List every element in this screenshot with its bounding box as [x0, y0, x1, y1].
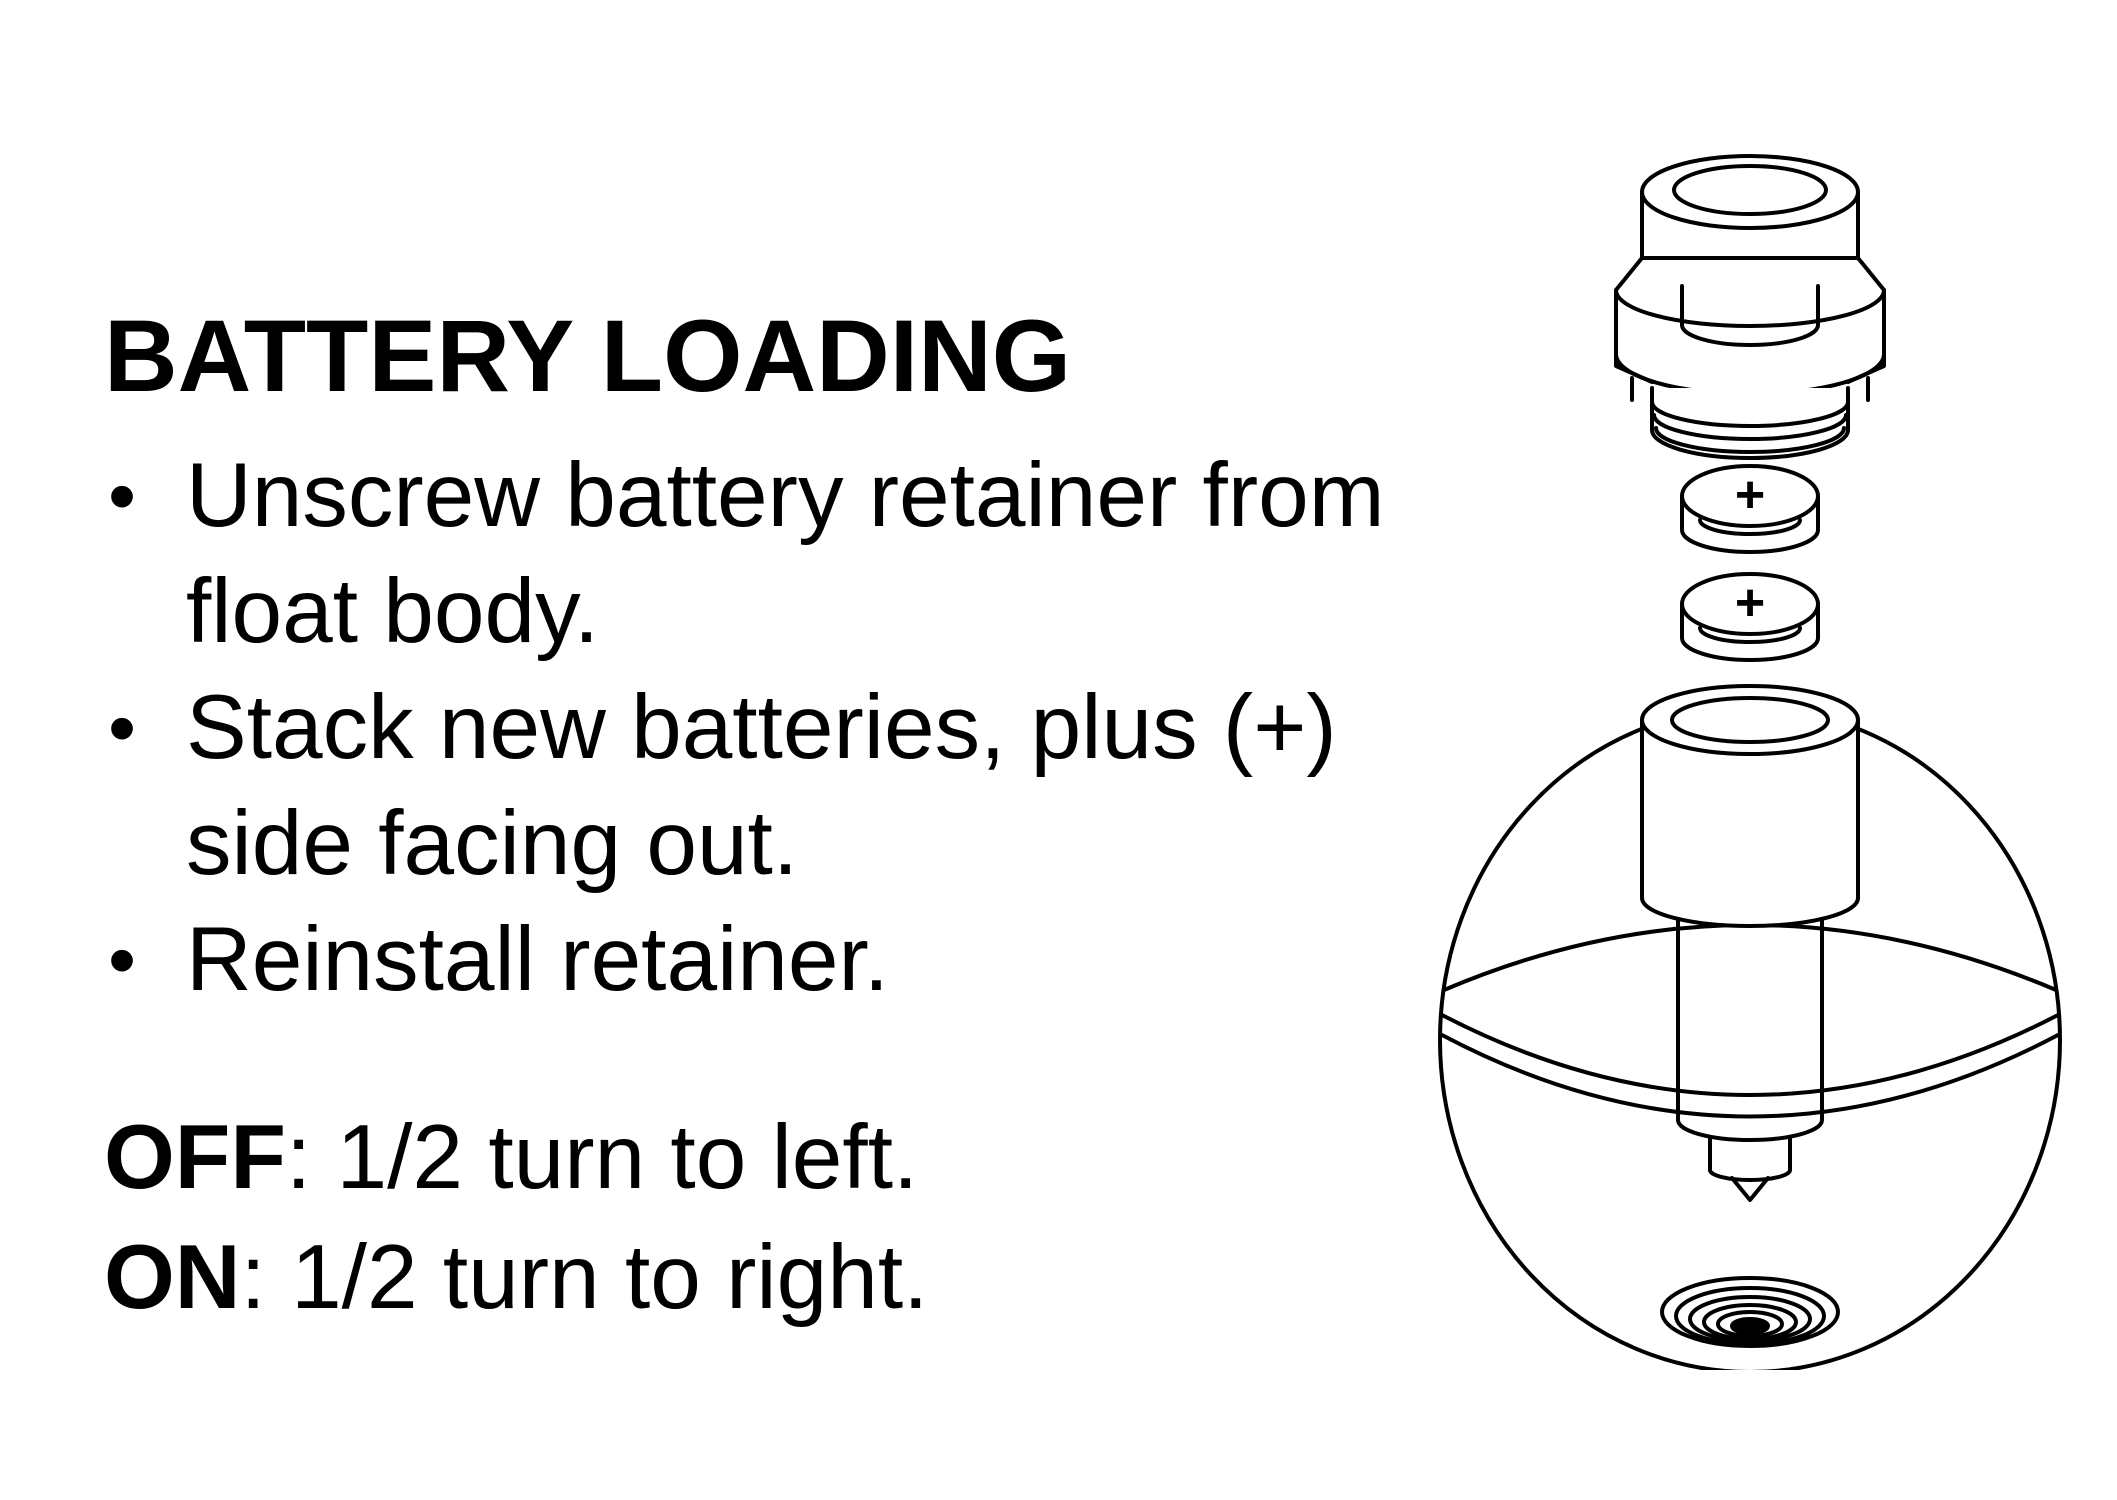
step-text: Stack new batteries, plus (+) side facin… [186, 677, 1337, 895]
bullet-icon: • [108, 683, 137, 773]
steps-list: • Unscrew battery retainer from float bo… [104, 438, 1404, 1018]
on-instruction: ON: 1/2 turn to right. [104, 1218, 1404, 1338]
bullet-icon: • [108, 451, 137, 541]
plus-symbol: + [1735, 466, 1765, 524]
battery-icon: + [1680, 572, 1820, 662]
step-text: Reinstall retainer. [186, 909, 890, 1011]
off-label: OFF [104, 1107, 286, 1209]
page-title: BATTERY LOADING [104, 299, 1072, 413]
plus-symbol: + [1735, 574, 1765, 632]
battery-icon: + [1680, 464, 1820, 554]
switch-instructions: OFF: 1/2 turn to left. ON: 1/2 turn to r… [104, 1098, 1404, 1338]
list-item: • Stack new batteries, plus (+) side fac… [104, 670, 1404, 902]
off-text: : 1/2 turn to left. [285, 1107, 919, 1209]
float-battery-diagram: + + [1438, 154, 2062, 1370]
step-text: Unscrew battery retainer from float body… [186, 445, 1385, 663]
float-body-icon [1438, 684, 2062, 1370]
on-label: ON [104, 1227, 241, 1329]
off-instruction: OFF: 1/2 turn to left. [104, 1098, 1404, 1218]
instructions-panel: BATTERY LOADING • Unscrew battery retain… [104, 300, 1404, 1338]
list-item: • Reinstall retainer. [104, 902, 1404, 1018]
list-item: • Unscrew battery retainer from float bo… [104, 438, 1404, 670]
bullet-icon: • [108, 915, 137, 1005]
on-text: : 1/2 turn to right. [240, 1227, 929, 1329]
retainer-icon [1614, 154, 1886, 460]
